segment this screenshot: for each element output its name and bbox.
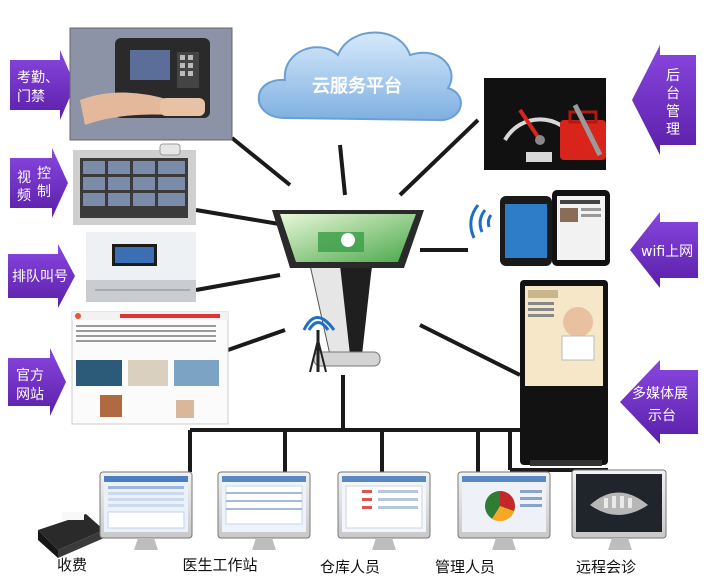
cashier-label: 收费 bbox=[57, 556, 87, 574]
attendance-terminal-image bbox=[69, 27, 233, 141]
video-label-b2: 制 bbox=[37, 184, 51, 200]
manager-monitor-1 bbox=[337, 471, 431, 550]
receipt-printer-icon bbox=[38, 512, 104, 558]
backend-label-4: 理 bbox=[666, 122, 680, 138]
queue-label: 排队叫号 bbox=[12, 269, 68, 285]
arrow-multimedia: 多媒体展 示台 bbox=[620, 360, 698, 444]
backend-gauge-image bbox=[484, 78, 606, 170]
cloud-platform: 云服务平台 bbox=[257, 31, 462, 122]
arrow-website: 官方 网站 bbox=[8, 348, 66, 416]
line-attendance bbox=[230, 136, 292, 187]
queue-display-image bbox=[86, 232, 196, 302]
arrow-backend: 后 台 管 理 bbox=[632, 45, 696, 155]
line-website bbox=[227, 328, 286, 352]
video-label-a2: 频 bbox=[17, 188, 31, 204]
cloud-shape bbox=[257, 31, 462, 122]
arrow-wifi: wifi上网 bbox=[630, 212, 698, 288]
line-queue bbox=[195, 273, 281, 292]
line-cloud bbox=[338, 144, 347, 196]
bottom-terminals bbox=[38, 469, 667, 558]
manager-monitor-2 bbox=[457, 471, 551, 550]
wifi-signal-icon bbox=[469, 204, 493, 239]
doctor-workstation-monitor bbox=[99, 471, 193, 550]
antenna-icon bbox=[302, 316, 336, 373]
backend-label-3: 管 bbox=[666, 104, 680, 120]
left-arrows: 考勤、 门禁 视 频 控 制 排队叫号 官方 网站 bbox=[8, 50, 75, 416]
line-multimedia bbox=[419, 323, 521, 377]
mobile-devices-image bbox=[469, 190, 610, 266]
warehouse-monitor bbox=[217, 471, 311, 550]
central-kiosk bbox=[272, 210, 424, 373]
remote-label: 远程会诊 bbox=[576, 558, 636, 576]
multimedia-kiosk-image bbox=[520, 280, 608, 466]
arrow-attendance: 考勤、 门禁 bbox=[10, 50, 75, 120]
video-wall-image bbox=[73, 143, 196, 225]
website-label-2: 网站 bbox=[16, 387, 44, 403]
line-video bbox=[195, 208, 286, 227]
backend-label-2: 台 bbox=[666, 86, 680, 102]
backend-label-1: 后 bbox=[666, 68, 680, 84]
connection-lines bbox=[188, 118, 608, 472]
wifi-label: wifi上网 bbox=[641, 244, 693, 260]
arrow-video: 视 频 控 制 bbox=[10, 148, 68, 218]
multimedia-label-1: 多媒体展 bbox=[632, 385, 688, 402]
attendance-label-2: 门禁 bbox=[17, 89, 45, 105]
cloud-label: 云服务平台 bbox=[312, 75, 402, 97]
website-image bbox=[71, 311, 229, 425]
arrow-queue: 排队叫号 bbox=[8, 244, 75, 308]
multimedia-label-2: 示台 bbox=[648, 408, 676, 424]
doctor-label: 医生工作站 bbox=[182, 556, 257, 574]
attendance-label-1: 考勤、 bbox=[17, 70, 59, 86]
remote-consultation-monitor bbox=[571, 469, 667, 550]
warehouse-label: 仓库人员 bbox=[320, 558, 380, 576]
manager-label: 管理人员 bbox=[435, 558, 495, 576]
video-label-b1: 控 bbox=[37, 166, 51, 182]
website-label-1: 官方 bbox=[16, 368, 44, 384]
bottom-labels: 收费 医生工作站 仓库人员 管理人员 远程会诊 bbox=[57, 556, 636, 576]
line-backend bbox=[398, 118, 480, 197]
right-arrows: 后 台 管 理 wifi上网 多媒体展 示台 bbox=[620, 45, 698, 444]
video-label-a1: 视 bbox=[17, 170, 31, 186]
